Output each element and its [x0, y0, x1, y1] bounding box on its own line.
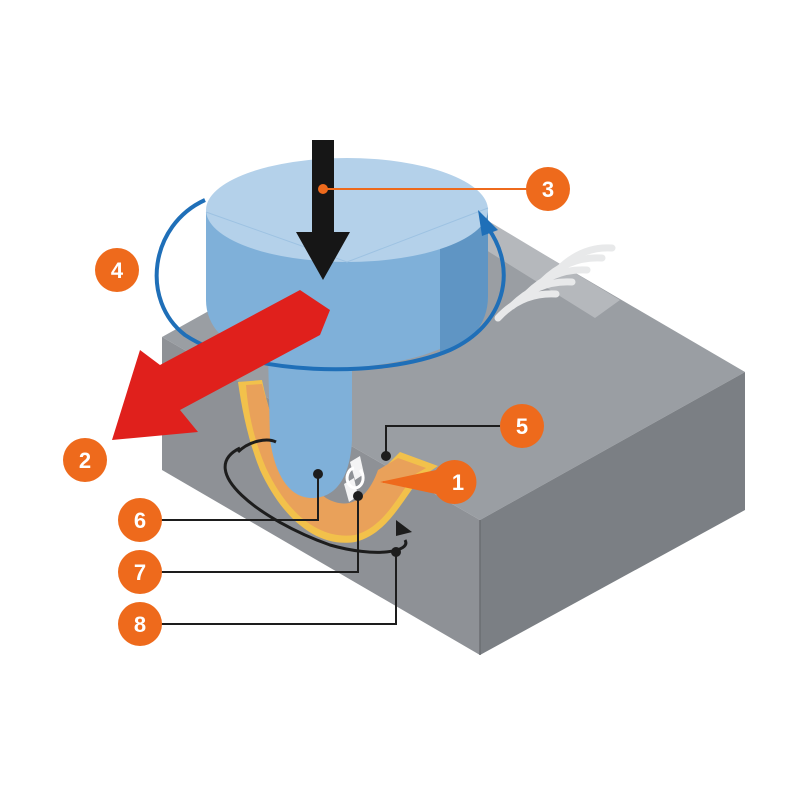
callout-label-6: 6 [134, 508, 146, 533]
callout-badge-3: 3 [526, 167, 570, 211]
callout-badge-4: 4 [95, 248, 139, 292]
circular-arrow-icon [154, 198, 506, 372]
callout-badge-5: 5 [500, 404, 544, 448]
leader-7 [160, 496, 359, 573]
block-side-face [480, 372, 745, 655]
travel-arrow [112, 290, 330, 440]
callout-label-8: 8 [134, 612, 146, 637]
callout-label-3: 3 [542, 177, 554, 202]
callout-label-1: 1 [452, 470, 464, 495]
callout-badge-7: 7 [118, 550, 162, 594]
weld-zone-fill [246, 384, 426, 536]
flow-swirl-right-icon [345, 466, 365, 490]
callout-label-4: 4 [111, 258, 124, 283]
callout-badge-2: 2 [63, 438, 107, 482]
callout-label-2: 2 [79, 448, 91, 473]
leader-5 [385, 425, 500, 456]
callout-label-7: 7 [134, 560, 146, 585]
callout-badge-6: 6 [118, 498, 162, 542]
tool-shoulder-top [206, 158, 488, 262]
tool-pin [268, 352, 352, 498]
callout-label-5: 5 [516, 414, 528, 439]
callout-badges: 1 2 3 4 5 6 7 8 [63, 167, 570, 646]
rotation-arrow [154, 198, 506, 372]
diagonal-arrow-icon [112, 290, 330, 440]
callout-badge-8: 8 [118, 602, 162, 646]
leader-8 [160, 552, 397, 625]
callout-badge-1: 1 [380, 459, 477, 505]
leader-6 [160, 474, 319, 521]
